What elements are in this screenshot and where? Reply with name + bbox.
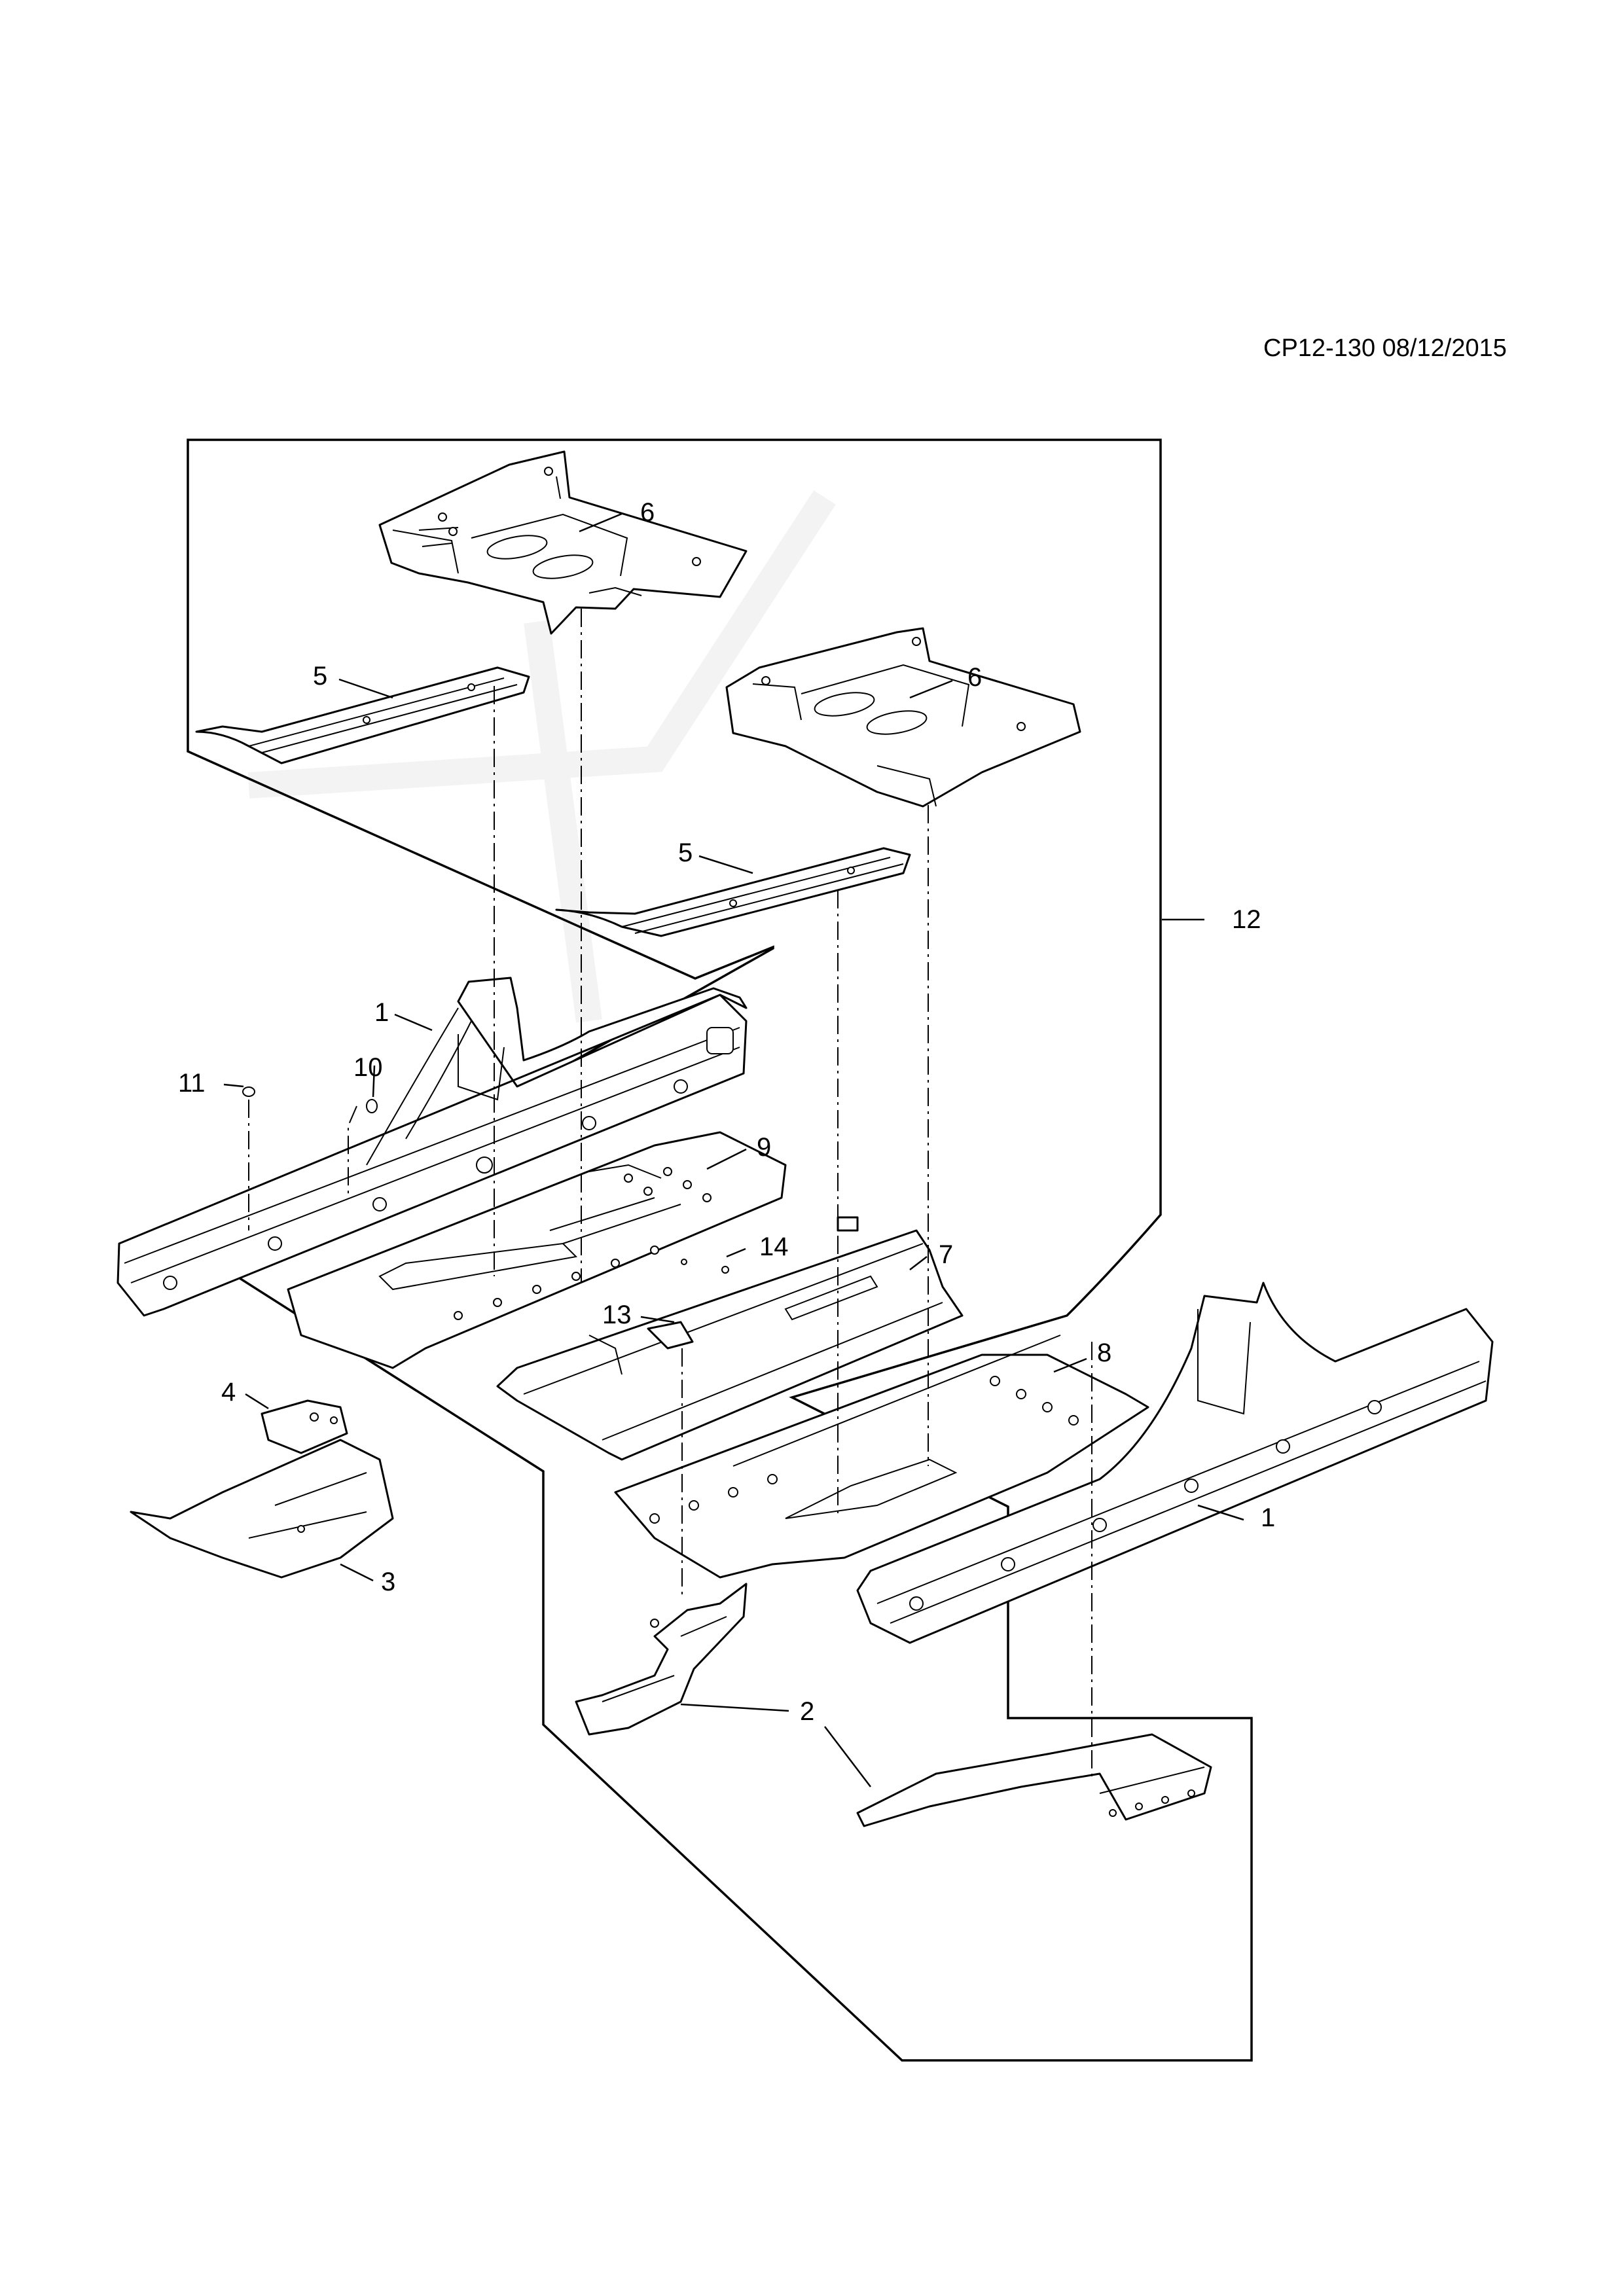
part-bracket-13: [647, 1259, 729, 1350]
part-front-floor-panel: [287, 1131, 787, 1369]
part-rail-right: [555, 847, 911, 937]
background-watermark: [247, 490, 836, 1023]
callout-5-upper-left: 5: [313, 662, 327, 691]
callout-10: 10: [353, 1053, 383, 1082]
part-front-reinforcement: [130, 1439, 394, 1579]
part-plug-10: [366, 1099, 378, 1113]
callout-3: 3: [381, 1568, 395, 1596]
callout-11: 11: [178, 1069, 206, 1098]
alignment-lines: [248, 609, 1092, 1780]
part-rail-left: [195, 666, 530, 764]
callout-5-lower-right: 5: [678, 838, 693, 867]
callout-6-upper-right: 6: [967, 663, 982, 692]
callout-14: 14: [759, 1232, 789, 1261]
part-seat-cross-member-right: [725, 627, 1081, 808]
part-rail-2-right: [856, 1733, 1212, 1827]
part-side-sill-left: [117, 977, 748, 1317]
part-rear-floor-panel: [614, 1335, 1149, 1579]
callout-12: 12: [1232, 905, 1261, 934]
callout-6-upper-left: 6: [640, 498, 655, 527]
part-centre-tunnel: [496, 1216, 964, 1461]
part-side-sill-right: [856, 1282, 1494, 1644]
part-clip-11: [242, 1086, 255, 1097]
part-seat-cross-member-left: [378, 450, 748, 635]
callout-1-left: 1: [374, 998, 389, 1027]
callout-1-right: 1: [1261, 1503, 1275, 1532]
callout-2: 2: [800, 1697, 814, 1726]
part-bracket-4: [261, 1399, 348, 1454]
callout-8: 8: [1097, 1338, 1111, 1367]
callout-labels: 6 5 6 5 12 1 10 11 9 14 7 13 8 4 3 1 2: [178, 498, 1275, 1726]
leader-lines: [223, 512, 1244, 1787]
callout-9: 9: [757, 1133, 771, 1162]
part-rail-2-left: [575, 1583, 748, 1736]
callout-4: 4: [221, 1378, 236, 1407]
assembly-boundary: [187, 439, 1253, 2062]
callout-13: 13: [602, 1300, 632, 1329]
callout-7: 7: [939, 1240, 953, 1269]
document-code: CP12-130 08/12/2015: [1263, 334, 1507, 362]
